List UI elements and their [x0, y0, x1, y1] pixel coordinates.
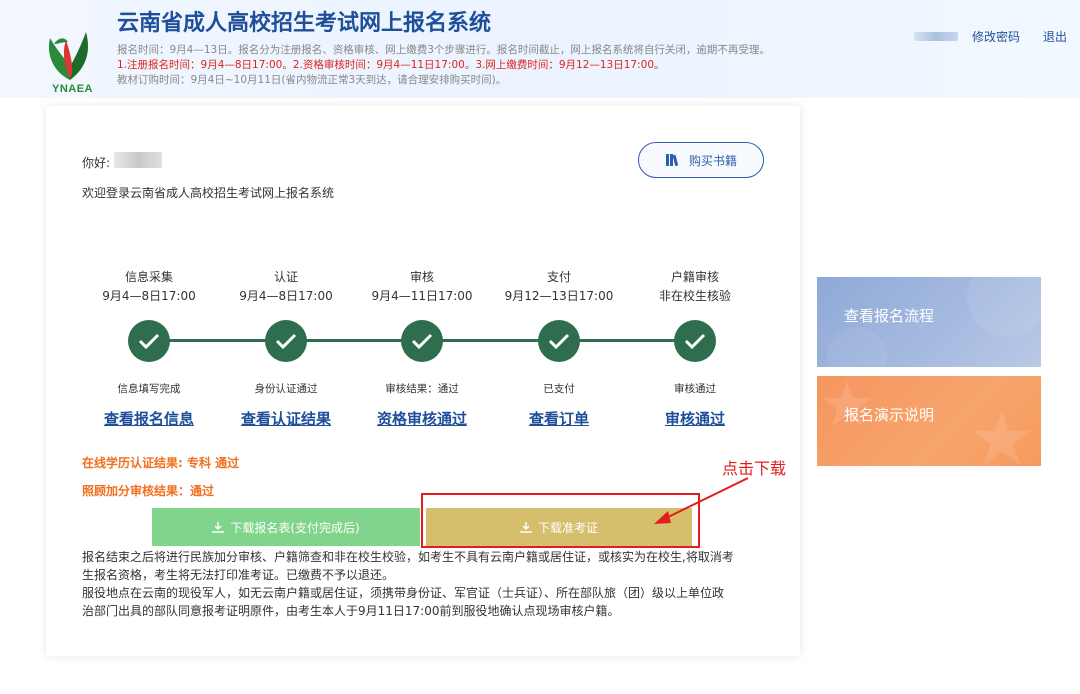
main-card: 你好: 欢迎登录云南省成人高校招生考试网上报名系统 购买书籍 信息采集 9月4—…: [46, 106, 800, 656]
logout-link[interactable]: 退出: [1043, 30, 1068, 44]
buy-books-button[interactable]: 购买书籍: [638, 142, 764, 178]
download-icon: [520, 522, 532, 533]
notice-line-2: 1.注册报名时间：9月4—8日17:00。2.资格审核时间：9月4—11日17:…: [117, 59, 665, 71]
download-ticket-label: 下载准考证: [537, 520, 598, 535]
notice-paragraph-line-4: 治部门出具的部队同意报考证明原件，由考生本人于9月11日17:00前到服役地确认…: [82, 604, 620, 618]
book-icon: [665, 154, 679, 167]
check-icon: [401, 320, 443, 362]
logo-text: YNAEA: [52, 83, 94, 95]
step-time: 9月12—13日17:00: [504, 289, 614, 303]
download-form-button[interactable]: 下载报名表(支付完成后): [152, 508, 420, 546]
step-name: 审核: [409, 270, 434, 284]
buy-books-label: 购买书籍: [688, 153, 737, 168]
download-form-label: 下载报名表(支付完成后): [230, 520, 360, 535]
notice-paragraph-line-2: 生报名资格，考生将无法打印准考证。已缴费不予以退还。: [82, 568, 395, 582]
step-time: 9月4—11日17:00: [371, 289, 473, 303]
step-time: 9月4—8日17:00: [102, 289, 196, 303]
download-icon: [212, 522, 225, 533]
step-status: 身份认证通过: [254, 383, 318, 395]
qualification-passed-link[interactable]: 资格审核通过: [376, 410, 467, 428]
site-title: 云南省成人高校招生考试网上报名系统: [117, 11, 492, 36]
step-name: 认证: [273, 270, 298, 284]
step-time: 非在校生核验: [658, 289, 731, 303]
logo-icon: [48, 32, 89, 80]
step-name: 户籍审核: [670, 270, 719, 284]
check-icon: [265, 320, 307, 362]
step-certify: 认证 9月4—8日17:00: [216, 106, 356, 304]
education-result: 在线学历认证结果: 专科 通过: [82, 456, 240, 470]
hello-label: 你好:: [82, 156, 111, 170]
step-household: 户籍审核 非在校生核验: [625, 106, 765, 304]
notice-line-3: 教材订购时间：9月4日~10月11日(省内物流正常3天到达，请合理安排购买时间)…: [117, 74, 507, 86]
check-icon: [674, 320, 716, 362]
step-status: 信息填写完成: [117, 383, 181, 395]
check-icon: [538, 320, 580, 362]
welcome-text: 欢迎登录云南省成人高校招生考试网上报名系统: [82, 186, 335, 200]
notice-paragraph-line-3: 服役地点在云南的现役军人，如无云南户籍或居住证，须携带身份证、军官证（士兵证）、…: [82, 586, 725, 600]
download-ticket-button[interactable]: 下载准考证: [426, 508, 692, 546]
annotation-label: 点击下载: [722, 459, 787, 478]
check-icon: [128, 320, 170, 362]
household-passed-link[interactable]: 审核通过: [664, 410, 725, 428]
change-password-link[interactable]: 修改密码: [972, 30, 1021, 44]
view-flow-label: 查看报名流程: [844, 307, 935, 325]
step-status: 已支付: [543, 383, 575, 395]
view-flow-panel[interactable]: 查看报名流程: [817, 277, 1041, 367]
view-certify-result-link[interactable]: 查看认证结果: [240, 410, 331, 428]
step-name: 信息采集: [124, 270, 173, 284]
step-status: 审核结果：通过: [385, 383, 459, 395]
step-info-collect: 信息采集 9月4—8日17:00: [79, 106, 219, 304]
view-order-link[interactable]: 查看订单: [528, 410, 589, 428]
header: YNAEA 云南省成人高校招生考试网上报名系统 报名时间：9月4—13日。报名分…: [0, 0, 1080, 98]
notice-line-1: 报名时间：9月4—13日。报名分为注册报名、资格审核、网上缴费3个步骤进行。报名…: [117, 44, 770, 56]
step-review: 审核 9月4—11日17:00: [352, 106, 492, 304]
arrow-icon: [654, 477, 749, 524]
notice-paragraph-line-1: 报名结束之后将进行民族加分审核、户籍筛查和非在校生校验，如考生不具有云南户籍或居…: [82, 550, 734, 564]
user-name-redacted: [114, 152, 162, 168]
demo-guide-label: 报名演示说明: [844, 406, 935, 424]
highlight-box: [421, 493, 700, 548]
step-time: 9月4—8日17:00: [239, 289, 333, 303]
step-payment: 支付 9月12—13日17:00: [489, 106, 629, 304]
bonus-result: 照顾加分审核结果：通过: [82, 484, 215, 498]
panel-decoration: [823, 381, 1030, 464]
demo-guide-panel[interactable]: 报名演示说明: [817, 376, 1041, 466]
panel-decoration: [827, 277, 1041, 367]
step-status: 审核通过: [674, 383, 716, 395]
username-redacted: [914, 32, 958, 41]
view-registration-link[interactable]: 查看报名信息: [103, 410, 194, 428]
step-name: 支付: [546, 270, 571, 284]
